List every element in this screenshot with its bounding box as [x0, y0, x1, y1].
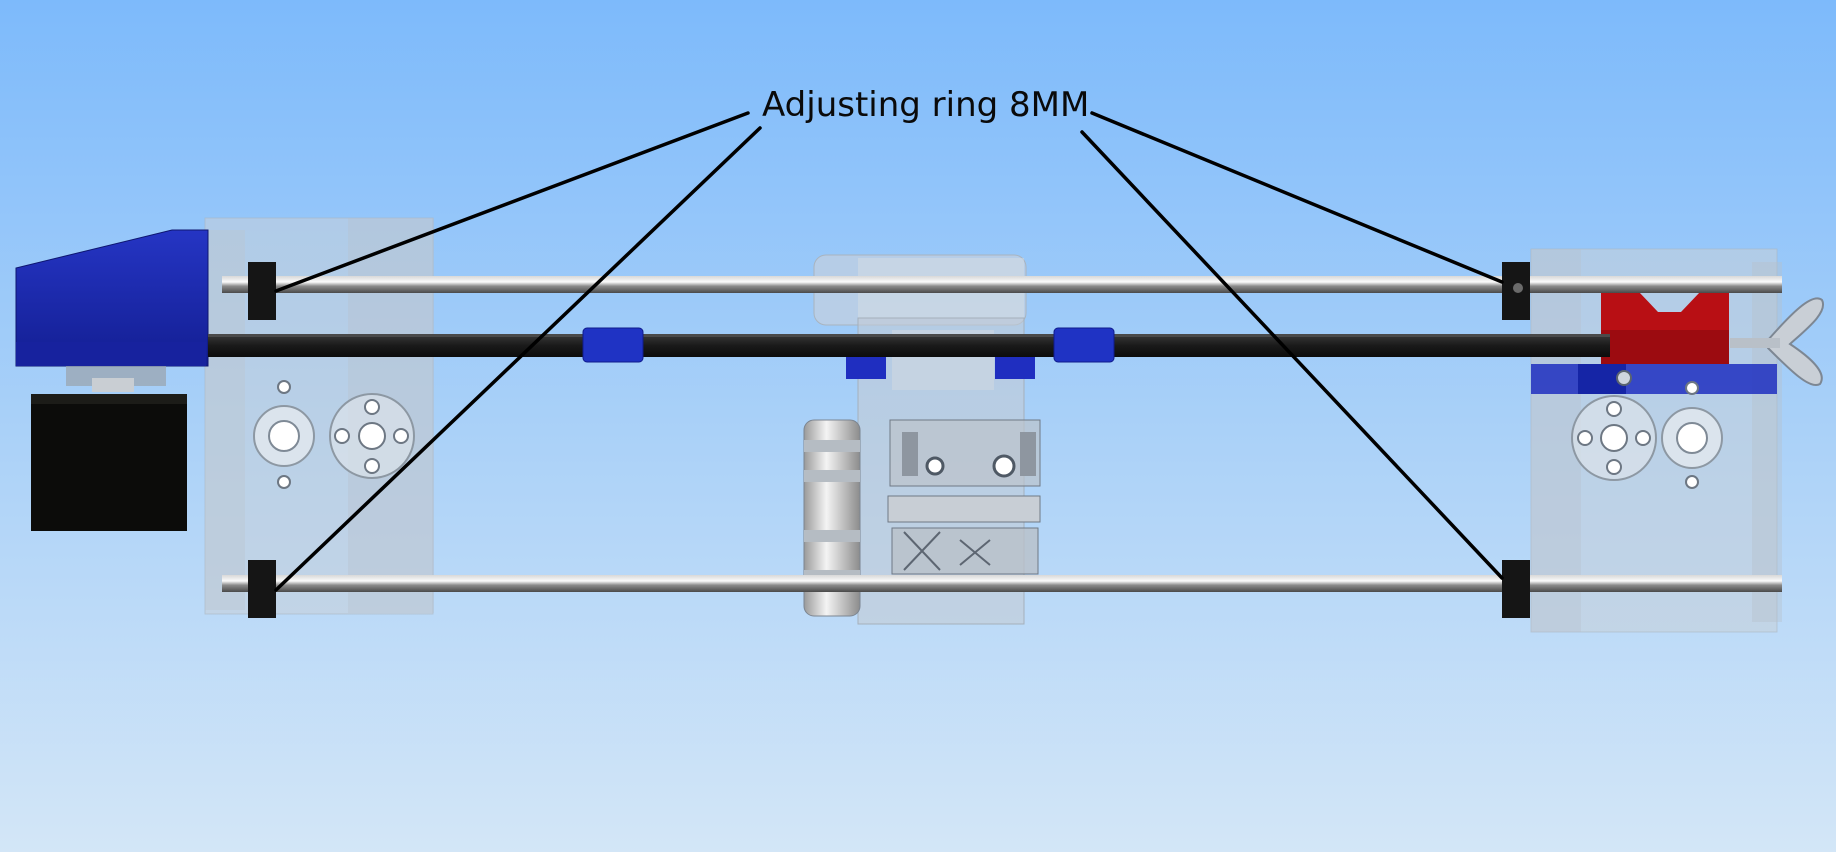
callout-line-top-left: [274, 111, 750, 293]
right-end-assembly: [1530, 248, 1825, 633]
callout-label: Adjusting ring 8MM: [762, 85, 1090, 125]
upper-guide-rod: [222, 276, 1782, 293]
callout-line-bottom-left: [274, 126, 762, 592]
adjusting-ring-top-left: [248, 262, 276, 320]
adjusting-ring-bottom-right: [1502, 560, 1530, 618]
wing-nut-icon: [1730, 297, 1825, 387]
callout-line-bottom-right: [1080, 130, 1504, 580]
callout-lines: [274, 111, 1504, 592]
bearing-icon: [329, 393, 415, 479]
stepper-motor-icon: [31, 394, 187, 531]
bearing-icon: [1571, 395, 1657, 481]
lower-guide-rod: [222, 575, 1782, 592]
timing-belt: [208, 334, 1610, 357]
belt-clamp: [582, 327, 644, 363]
right-blue-bar: [1531, 364, 1777, 394]
carriage-clip: [995, 357, 1035, 379]
bearing-icon: [1661, 407, 1723, 469]
bearing-icon: [253, 405, 315, 467]
carriage-clip: [846, 357, 886, 379]
carriage-assembly: [803, 254, 1041, 625]
adjusting-ring-bottom-left: [248, 560, 276, 618]
callout-line-top-right: [1090, 111, 1504, 284]
belt-clamp: [1053, 327, 1115, 363]
